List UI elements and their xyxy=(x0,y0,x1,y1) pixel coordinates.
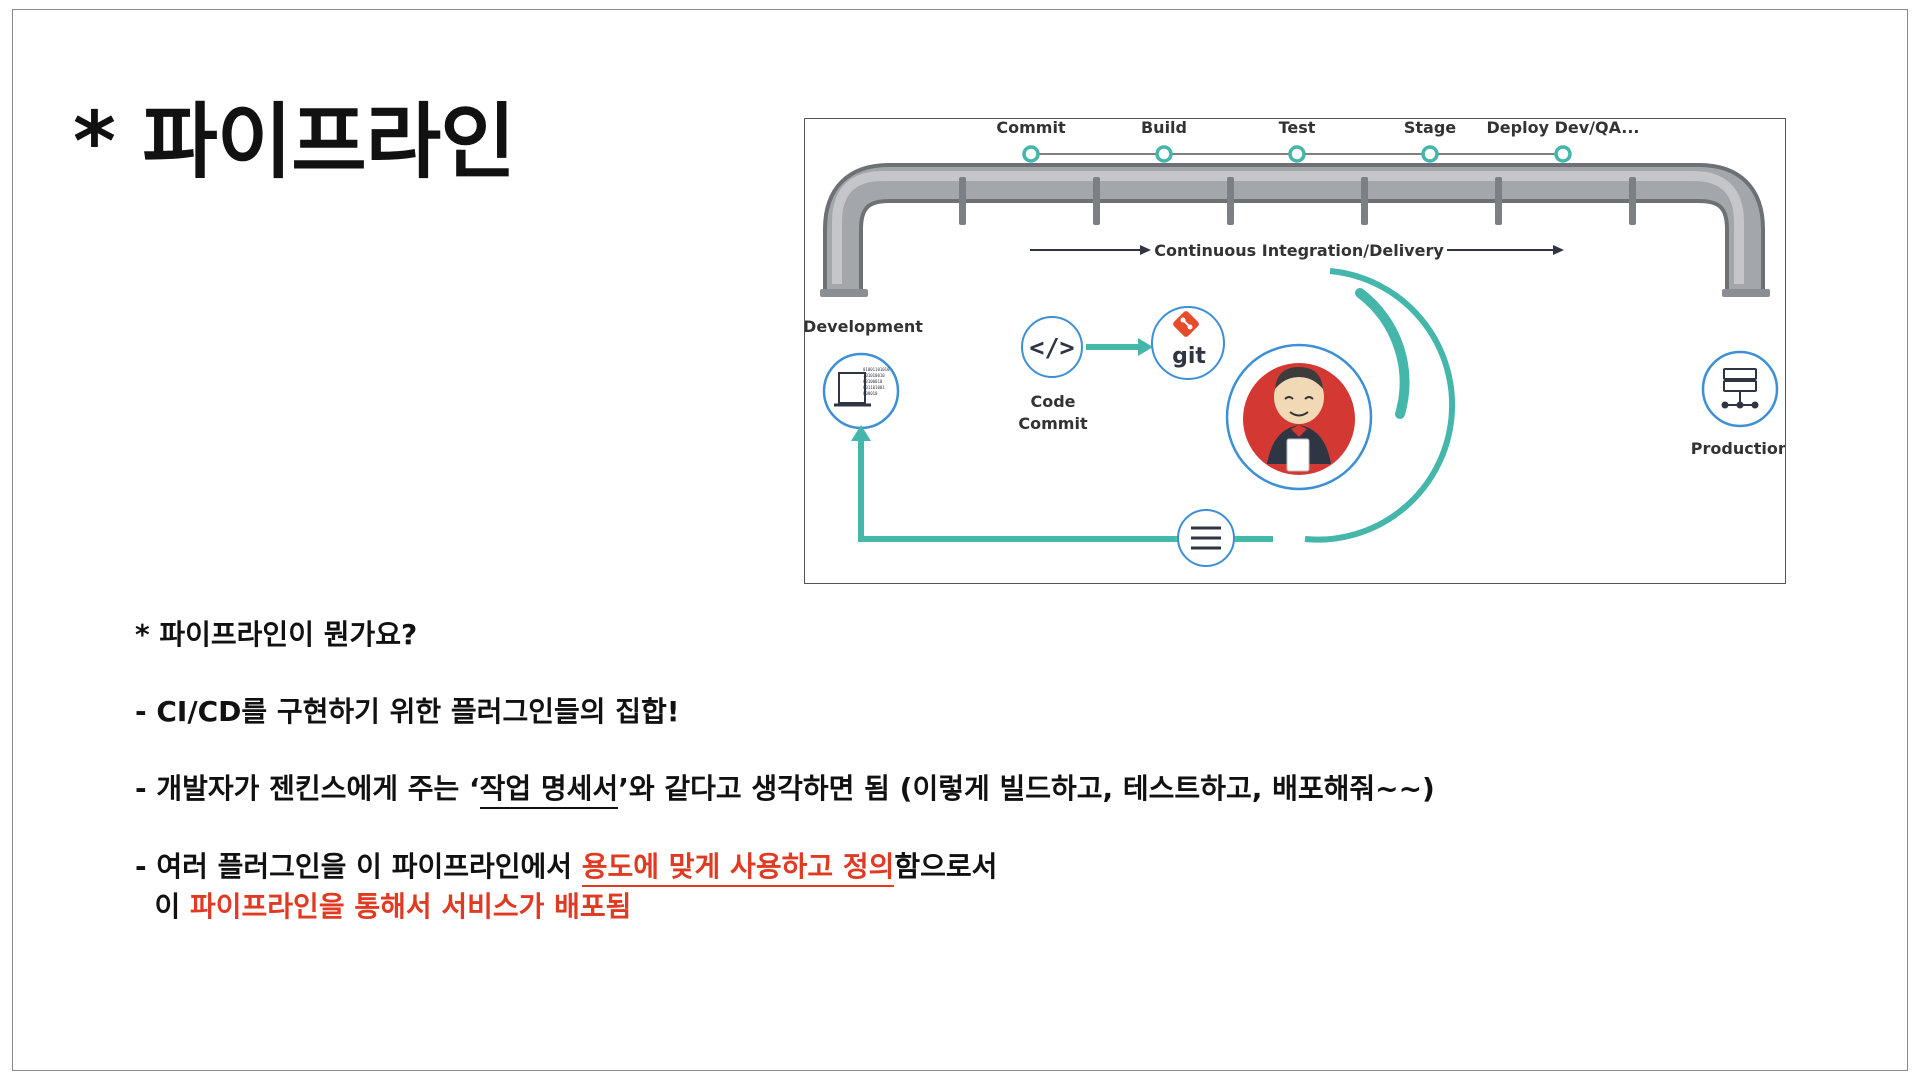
question-line: * 파이프라인이 뭔가요? xyxy=(135,618,418,651)
stage-dot-deploy xyxy=(1554,145,1572,163)
svg-text:git: git xyxy=(1172,344,1206,369)
code-commit-label-1: Code xyxy=(1030,392,1075,411)
highlight-usage-definition: 용도에 맞게 사용하고 정의 xyxy=(581,850,895,887)
pipe-graphic xyxy=(820,163,1770,297)
stage-dot-test xyxy=(1288,145,1306,163)
feedback-loop-line xyxy=(858,439,1273,542)
code-icon: </> xyxy=(1029,333,1074,362)
production-node xyxy=(1701,350,1779,428)
svg-text:00100010: 00100010 xyxy=(863,379,883,384)
stage-label-build: Build xyxy=(1141,119,1187,137)
pipeline-diagram-svg: Commit Build Test Stage Deploy Dev/QA... xyxy=(805,119,1786,570)
stage-label-commit: Commit xyxy=(996,119,1066,137)
stage-label-stage: Stage xyxy=(1404,119,1456,137)
stage-label-test: Test xyxy=(1279,119,1316,137)
stage-dot-stage xyxy=(1421,145,1439,163)
git-node xyxy=(1151,306,1225,380)
hamburger-menu-icon xyxy=(1191,526,1221,550)
development-label: Development xyxy=(805,317,923,336)
git-icon: git xyxy=(1172,311,1206,369)
teal-arc-outer xyxy=(1304,268,1456,543)
bullet-plugins-collection: - CI/CD를 구현하기 위한 플러그인들의 집합! xyxy=(135,695,680,728)
bullet-work-spec: - 개발자가 젠킨스에게 주는 ‘작업 명세서’와 같다고 생각하면 됨 (이렇… xyxy=(135,767,1435,809)
pipeline-diagram: Commit Build Test Stage Deploy Dev/QA... xyxy=(804,118,1786,584)
stage-label-deploy: Deploy Dev/QA... xyxy=(1487,119,1640,137)
svg-text:000010: 000010 xyxy=(863,391,878,396)
teal-arc-inner xyxy=(1355,288,1410,419)
development-node xyxy=(822,352,900,430)
svg-text:101010010: 101010010 xyxy=(863,373,885,378)
underlined-work-spec: 작업 명세서 xyxy=(479,772,619,809)
production-label: Production xyxy=(1691,439,1786,458)
server-icon xyxy=(1721,368,1759,409)
highlight-deploy: 파이프라인을 통해서 서비스가 배포됨 xyxy=(190,890,632,923)
slide: * 파이프라인 Commit xyxy=(12,9,1908,1071)
stage-dot-commit xyxy=(1022,145,1040,163)
page-title: * 파이프라인 xyxy=(73,95,516,190)
cicd-label: Continuous Integration/Delivery xyxy=(1154,241,1444,260)
svg-text:01001101010: 01001101010 xyxy=(863,367,890,372)
jenkins-logo-icon xyxy=(1243,363,1355,475)
code-commit-label-2: Commit xyxy=(1018,414,1088,433)
bullet-plugin-usage: - 여러 플러그인을 이 파이프라인에서 용도에 맞게 사용하고 정의함으로서 xyxy=(135,845,997,887)
svg-text:001101001: 001101001 xyxy=(863,385,885,390)
code-node xyxy=(1021,316,1083,378)
laptop-icon: 01001101010 101010010 00100010 001101001… xyxy=(834,367,890,407)
stage-dot-build xyxy=(1155,145,1173,163)
bullet-deploy-via-pipeline: 이 파이프라인을 통해서 서비스가 배포됨 xyxy=(135,890,632,923)
